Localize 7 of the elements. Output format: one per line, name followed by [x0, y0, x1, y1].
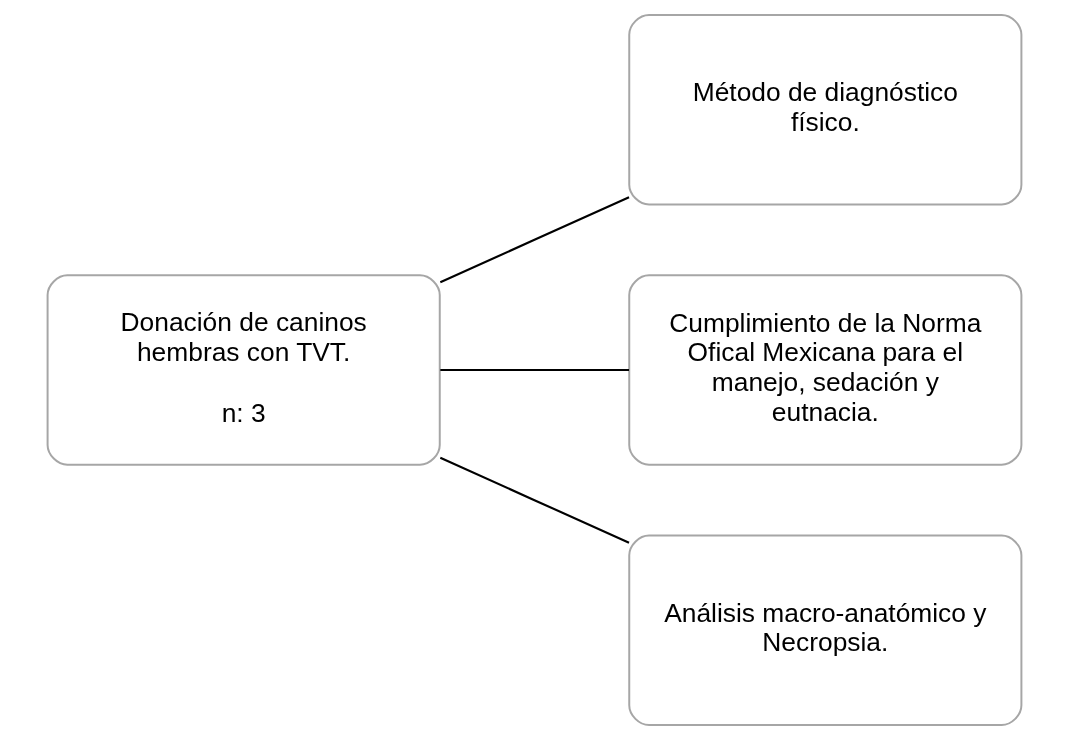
- node-box: Análisis macro-anatómico y Necropsia.: [627, 534, 1022, 727]
- connector: [439, 196, 629, 284]
- node-box: Cumplimiento de la Norma Ofical Mexicana para el manejo, sedación y eutnacia.: [627, 274, 1022, 466]
- node-box: Donación de caninos hembras con TVT. n: 3: [46, 274, 441, 466]
- connector: [439, 368, 629, 372]
- node-box: Método de diagnóstico físico.: [627, 13, 1022, 206]
- connector: [439, 456, 629, 544]
